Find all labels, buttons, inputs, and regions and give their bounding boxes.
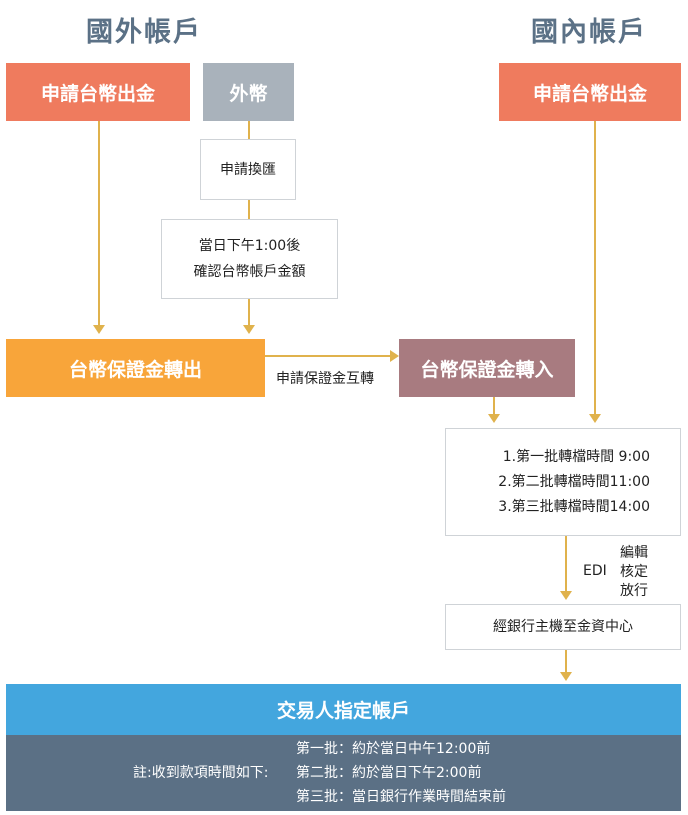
receipt-note-first: 第一批：約於當日中午12:00前 xyxy=(296,741,491,757)
arrow-down-icon xyxy=(560,591,572,600)
edi-step-edit: 編輯 xyxy=(620,545,648,561)
batch-schedule-box: 1.第一批轉檔時間 9:00 2.第二批轉檔時間11:00 3.第三批轉檔時間1… xyxy=(445,428,681,536)
foreign-account-header: 國外帳戶 xyxy=(86,17,202,48)
confirm-amount-label: 確認台幣帳戶金額 xyxy=(193,264,306,280)
margin-transfer-in-label: 台幣保證金轉入 xyxy=(420,358,554,381)
receipt-note-second: 第二批：約於當日下午2:00前 xyxy=(296,765,482,781)
foreign-currency-label: 外幣 xyxy=(229,82,268,105)
confirm-time-label: 當日下午1:00後 xyxy=(198,238,301,254)
apply-exchange-box: 申請換匯 xyxy=(200,139,296,200)
connector-line xyxy=(493,397,495,414)
arrow-down-icon xyxy=(560,672,572,681)
domestic-account-header: 國內帳戶 xyxy=(531,17,647,48)
arrow-down-icon xyxy=(93,325,105,334)
apply-twd-withdrawal-box-right: 申請台幣出金 xyxy=(499,63,681,121)
receipt-note-third: 第三批：當日銀行作業時間結束前 xyxy=(296,789,506,805)
receipt-notes-prefix: 註:收到款項時間如下: xyxy=(133,765,269,781)
connector-line xyxy=(248,200,250,219)
edi-step-release: 放行 xyxy=(620,583,648,599)
arrow-down-icon xyxy=(488,414,500,423)
arrow-right-icon xyxy=(390,350,399,362)
connector-line xyxy=(565,536,567,591)
apply-twd-withdrawal-label: 申請台幣出金 xyxy=(532,82,647,105)
apply-twd-withdrawal-label: 申請台幣出金 xyxy=(40,82,155,105)
receipt-notes-bar: 註:收到款項時間如下: 第一批：約於當日中午12:00前 第二批：約於當日下午2… xyxy=(6,735,681,811)
batch-third-label: 3.第三批轉檔時間14:00 xyxy=(498,498,650,515)
margin-transfer-out-label: 台幣保證金轉出 xyxy=(68,358,202,381)
foreign-currency-box: 外幣 xyxy=(203,63,294,121)
apply-twd-withdrawal-box-left: 申請台幣出金 xyxy=(6,63,190,121)
edi-step-approve: 核定 xyxy=(620,564,648,580)
edi-label: EDI xyxy=(583,563,607,579)
connector-line xyxy=(98,121,100,325)
arrow-down-icon xyxy=(243,325,255,334)
designated-account-label: 交易人指定帳戶 xyxy=(276,700,410,722)
mutual-transfer-label: 申請保證金互轉 xyxy=(276,371,374,387)
batch-second-label: 2.第二批轉檔時間11:00 xyxy=(498,473,650,490)
connector-line xyxy=(248,299,250,325)
confirm-balance-box: 當日下午1:00後 確認台幣帳戶金額 xyxy=(161,219,338,299)
connector-line xyxy=(248,121,250,139)
arrow-down-icon xyxy=(589,414,601,423)
bank-host-box: 經銀行主機至金資中心 xyxy=(445,604,681,650)
connector-line xyxy=(594,121,596,414)
margin-transfer-in-box: 台幣保證金轉入 xyxy=(399,339,575,397)
connector-line xyxy=(265,355,390,357)
designated-account-bar: 交易人指定帳戶 xyxy=(6,684,681,735)
apply-exchange-label: 申請換匯 xyxy=(220,161,276,178)
batch-first-label: 1.第一批轉檔時間 9:00 xyxy=(502,448,650,465)
connector-line xyxy=(565,650,567,672)
margin-transfer-out-box: 台幣保證金轉出 xyxy=(6,339,265,397)
bank-host-label: 經銀行主機至金資中心 xyxy=(493,619,633,635)
